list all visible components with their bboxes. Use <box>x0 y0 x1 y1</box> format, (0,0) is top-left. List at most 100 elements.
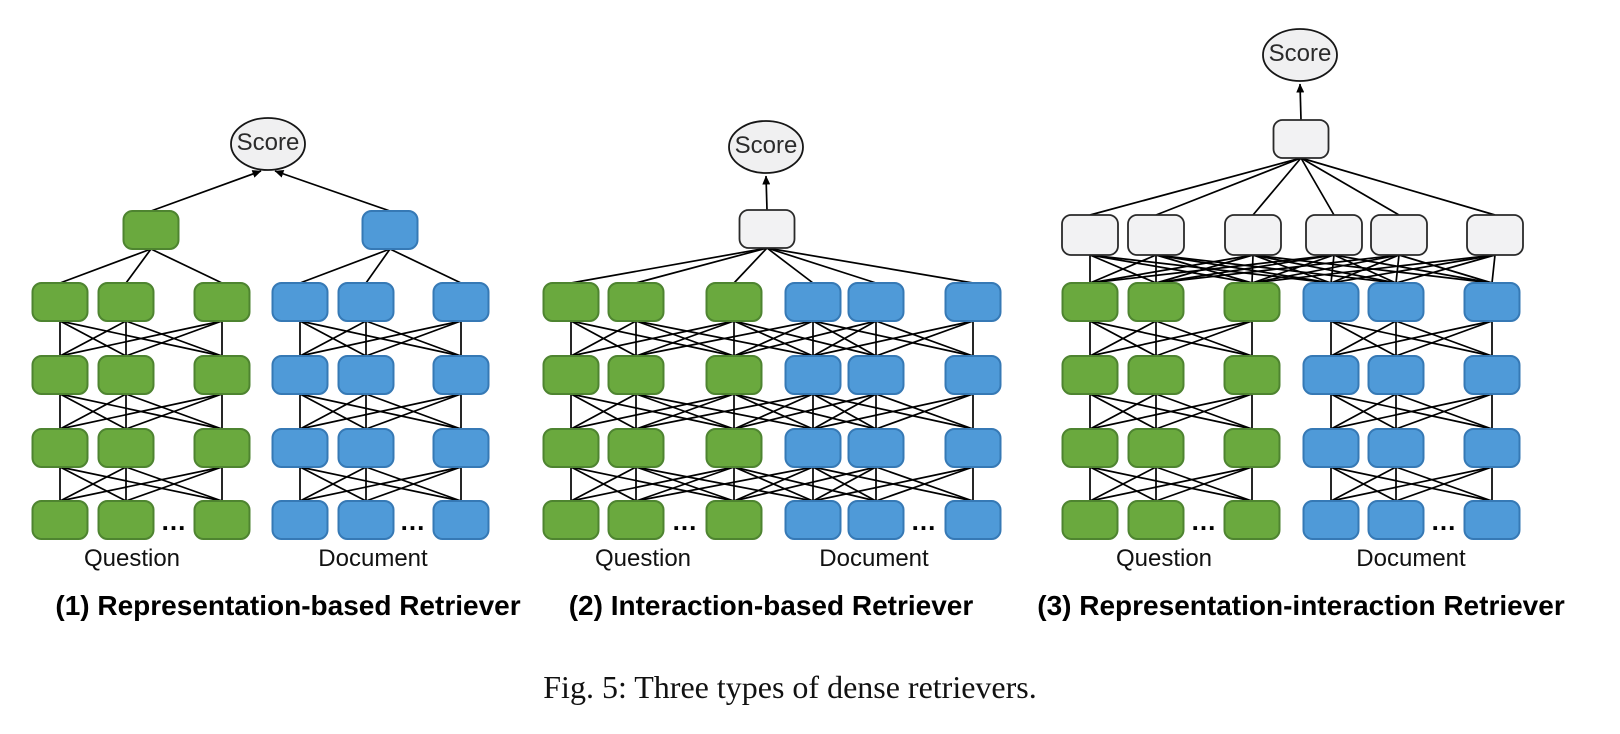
document-token-box <box>1302 355 1360 395</box>
score-ellipse <box>728 120 804 174</box>
question-token-box <box>97 428 155 468</box>
document-token-box <box>1367 428 1425 468</box>
pooled-question-box <box>122 210 180 250</box>
token-boxes <box>542 282 1002 540</box>
document-ellipsis-panel-2: ... <box>911 506 937 536</box>
dense-retriever-diagrams-canvas <box>31 28 1524 540</box>
question-token-box <box>31 355 89 395</box>
interaction-box <box>1127 214 1185 256</box>
document-token-box <box>337 282 395 322</box>
document-token-box <box>337 500 395 540</box>
document-token-box <box>337 355 395 395</box>
panel-caption-3: (3) Representation-interaction Retriever <box>1037 590 1565 621</box>
question-token-box <box>1127 355 1185 395</box>
question-token-box <box>193 282 251 322</box>
interaction-box <box>1370 214 1428 256</box>
document-token-box <box>944 355 1002 395</box>
question-token-box <box>542 282 600 322</box>
document-token-box <box>1367 500 1425 540</box>
document-token-box <box>432 500 490 540</box>
document-token-box <box>847 500 905 540</box>
score-label-panel-3: Score <box>1268 40 1332 67</box>
pooled-document-box <box>361 210 419 250</box>
document-label-panel-1: Document <box>318 545 428 572</box>
document-token-box <box>784 355 842 395</box>
document-token-box <box>337 428 395 468</box>
document-token-box <box>271 428 329 468</box>
document-label-panel-3: Document <box>1356 545 1466 572</box>
question-token-box <box>97 355 155 395</box>
question-token-box <box>193 355 251 395</box>
document-token-box <box>1463 355 1521 395</box>
question-token-box <box>31 500 89 540</box>
document-token-box <box>1463 282 1521 322</box>
question-label-panel-1: Question <box>83 545 181 572</box>
question-token-box <box>607 428 665 468</box>
document-token-box <box>784 500 842 540</box>
question-token-box <box>542 428 600 468</box>
interaction-box <box>1224 214 1282 256</box>
token-boxes <box>31 282 490 540</box>
interaction-box <box>1061 214 1119 256</box>
score-label-panel-2: Score <box>734 132 798 159</box>
question-token-box <box>607 282 665 322</box>
document-token-box <box>784 282 842 322</box>
document-token-box <box>944 282 1002 322</box>
panel-2-network <box>542 120 1002 540</box>
question-token-box <box>607 500 665 540</box>
question-token-box <box>31 282 89 322</box>
question-token-box <box>193 500 251 540</box>
document-token-box <box>1463 428 1521 468</box>
document-token-box <box>784 428 842 468</box>
interaction-box <box>1305 214 1363 256</box>
connector-lines <box>570 175 974 502</box>
panel-caption-2: (2) Interaction-based Retriever <box>568 590 974 621</box>
document-ellipsis-panel-1: ... <box>400 506 426 536</box>
document-token-box <box>847 282 905 322</box>
question-token-box <box>542 500 600 540</box>
document-token-box <box>271 355 329 395</box>
document-token-box <box>1367 282 1425 322</box>
question-token-box <box>1127 428 1185 468</box>
panel-3-network <box>1061 28 1524 540</box>
question-token-box <box>193 428 251 468</box>
document-token-box <box>271 282 329 322</box>
document-token-box <box>271 500 329 540</box>
aggregation-box <box>738 209 796 249</box>
question-ellipsis-panel-3: ... <box>1191 506 1217 536</box>
document-token-box <box>944 428 1002 468</box>
document-token-box <box>847 355 905 395</box>
document-token-box <box>432 428 490 468</box>
question-ellipsis-panel-2: ... <box>672 506 698 536</box>
document-token-box <box>1302 282 1360 322</box>
token-boxes <box>1061 282 1521 540</box>
document-token-box <box>847 428 905 468</box>
question-token-box <box>1061 282 1119 322</box>
connector-lines <box>59 170 462 502</box>
question-label-panel-3: Question <box>1115 545 1213 572</box>
question-token-box <box>1223 282 1281 322</box>
document-token-box <box>1367 355 1425 395</box>
question-token-box <box>1127 282 1185 322</box>
document-token-box <box>1302 428 1360 468</box>
document-token-box <box>432 355 490 395</box>
question-token-box <box>705 500 763 540</box>
question-token-box <box>97 282 155 322</box>
question-token-box <box>31 428 89 468</box>
document-token-box <box>1302 500 1360 540</box>
question-token-box <box>1223 500 1281 540</box>
interaction-box <box>1466 214 1524 256</box>
panel-caption-1: (1) Representation-based Retriever <box>55 590 521 621</box>
document-token-box <box>944 500 1002 540</box>
question-token-box <box>607 355 665 395</box>
question-token-box <box>1127 500 1185 540</box>
score-ellipse <box>1262 28 1338 82</box>
question-token-box <box>1061 500 1119 540</box>
question-token-box <box>705 282 763 322</box>
question-token-box <box>542 355 600 395</box>
question-token-box <box>1061 428 1119 468</box>
connector-lines <box>1089 83 1496 502</box>
aggregation-box <box>1272 119 1330 159</box>
figure-caption: Fig. 5: Three types of dense retrievers. <box>543 669 1037 705</box>
